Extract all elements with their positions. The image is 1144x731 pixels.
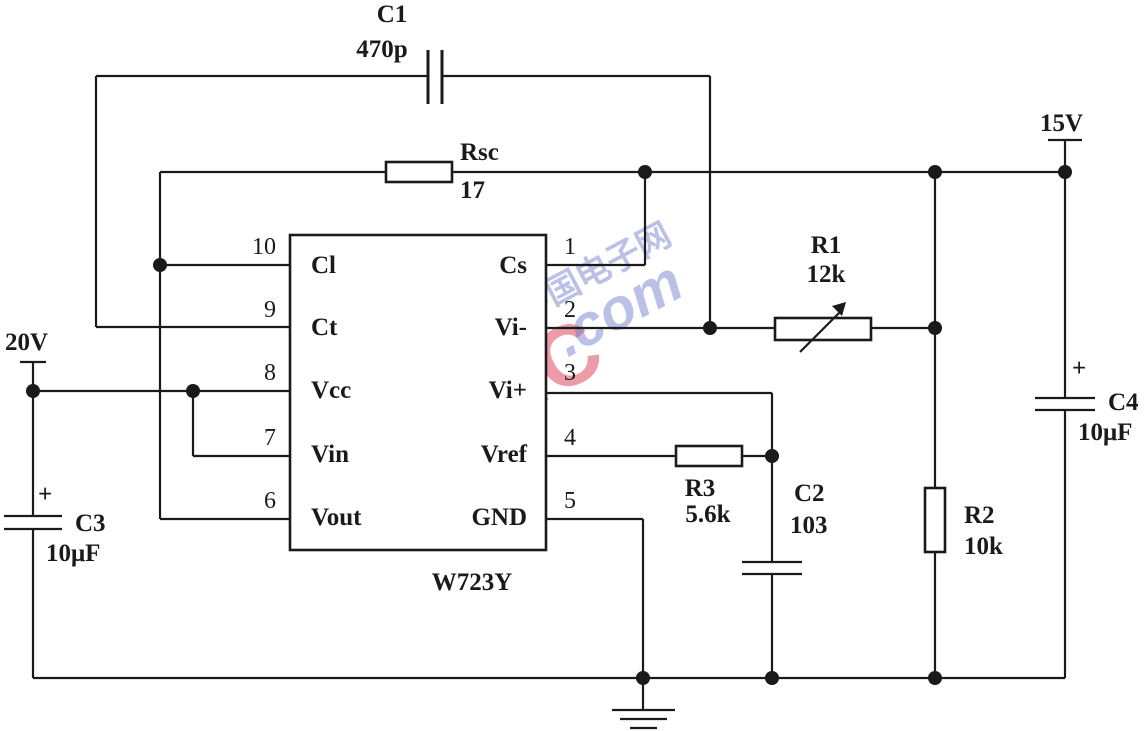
c1-value: 470p [356,36,407,63]
resistor-r2 [923,486,947,554]
junctions [26,165,1072,685]
ic-pin-label: Vcc [311,377,351,404]
rsc-ref: Rsc [460,139,499,166]
ic-pin-number: 4 [564,425,576,451]
ic-pin-number: 5 [564,488,576,514]
ic-pin-label: GND [471,504,527,531]
c4-value: 10μF [1078,419,1132,446]
potentiometer-r1 [773,302,873,353]
r1-ref: R1 [811,232,842,259]
ic-pin-label: Vi- [495,314,527,341]
ic-pin-label: Vin [311,441,349,468]
supply-20v-label: 20V [5,329,48,356]
ic-pin-number: 7 [264,425,276,451]
ic-pin-label: Cs [499,252,527,279]
c3-polarity: + [38,481,52,508]
ic-pin-number: 10 [252,234,276,260]
ic-pin-label: Vref [481,441,528,468]
c3-ref: C3 [75,510,106,537]
c3-value: 10μF [46,540,100,567]
resistor-r3 [674,444,744,468]
ic-pin-label: Ct [311,314,338,341]
c2-ref: C2 [794,480,825,507]
ic-pin-label: Cl [311,252,336,279]
r2-value: 10k [964,533,1003,560]
resistor-rsc [384,160,454,184]
ic-pin-number: 3 [564,360,576,386]
c4-ref: C4 [1108,389,1139,416]
ic-pin-number: 1 [564,234,576,260]
c2-value: 103 [790,512,828,539]
ic-pin-label: Vi+ [489,377,527,404]
ic-pin-number: 6 [264,488,276,514]
ic-pin-number: 2 [564,297,576,323]
r3-ref: R3 [685,475,716,502]
c1-ref: C1 [377,1,408,28]
r1-value: 12k [807,261,846,288]
rsc-value: 17 [460,177,485,204]
c4-polarity: + [1072,355,1086,382]
ic-name: W723Y [432,569,513,596]
ic-pin-label: Vout [311,504,362,531]
supply-15v-label: 15V [1040,110,1083,137]
ic-pin-number: 8 [264,360,276,386]
r2-ref: R2 [964,502,995,529]
ic-pin-number: 9 [264,297,276,323]
capacitor-c1 [426,50,444,104]
r3-value: 5.6k [685,501,730,528]
